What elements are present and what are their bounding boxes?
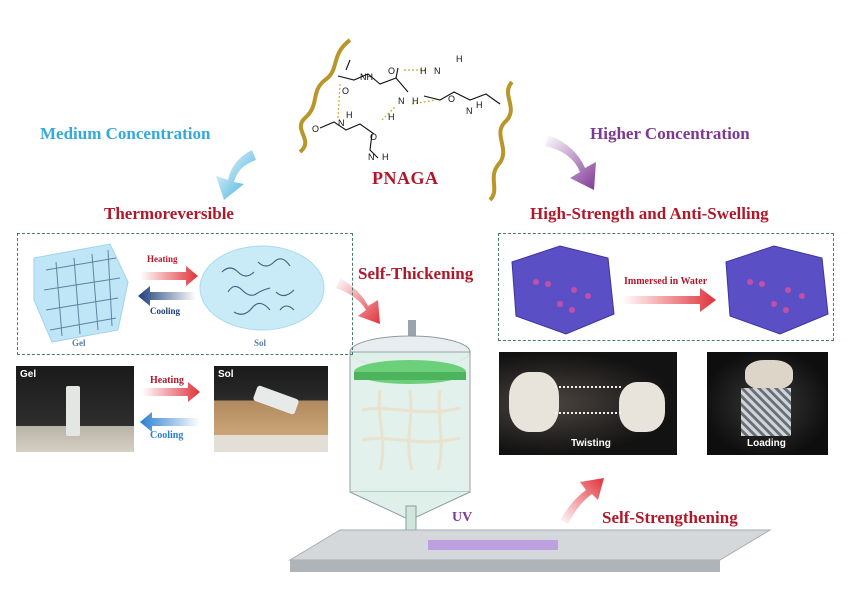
thermoreversible-label: Thermoreversible <box>104 204 234 223</box>
glove-left <box>509 372 559 432</box>
gel-photo: Gel <box>16 366 134 452</box>
glove-right <box>619 382 665 432</box>
twisted-mesh <box>555 386 621 414</box>
gel-photo-label: Gel <box>20 369 37 380</box>
photo-cooling-label: Cooling <box>150 430 184 441</box>
vial-upright <box>66 386 80 436</box>
atom-label: H <box>420 66 427 76</box>
loading-label: Loading <box>747 438 786 449</box>
atom-label: N <box>338 118 345 128</box>
atom-label: N <box>398 96 405 106</box>
atom-label: O <box>388 66 395 76</box>
hydrogen-bonds <box>337 69 437 121</box>
self-strengthening-arrow <box>560 478 604 524</box>
schematic-cooling-label: Cooling <box>150 306 181 316</box>
sol-photo-label: Sol <box>218 369 234 380</box>
atom-label: H <box>388 112 395 122</box>
atom-labels: NH O H N N H O N H O H O N H O H N H <box>312 54 483 162</box>
atom-label: O <box>448 94 455 104</box>
loading-photo: Loading <box>707 352 828 455</box>
cooling-arrow-schematic <box>138 286 196 306</box>
atom-label: O <box>342 86 349 96</box>
high-strength-anti-swelling-label: High-Strength and Anti-Swelling <box>530 204 769 223</box>
atom-label: N <box>368 152 375 162</box>
chemical-name: PNAGA <box>372 168 439 188</box>
swelling-cube-before <box>511 245 615 335</box>
higher-concentration-label: Higher Concentration <box>590 124 750 143</box>
molecule-bonds <box>319 59 501 159</box>
schematic-gel-label: Gel <box>72 338 86 348</box>
atom-label: N <box>466 106 473 116</box>
twisting-label: Twisting <box>571 438 611 449</box>
anti-swelling-schematic-box <box>498 233 834 341</box>
gel-network-illustration <box>33 243 129 343</box>
loaded-mesh <box>741 388 791 436</box>
atom-label: H <box>456 54 463 64</box>
schematic-sol-label: Sol <box>254 338 267 348</box>
thermoreversible-schematic-box <box>17 233 353 355</box>
self-thickening-arrow <box>336 278 380 324</box>
higher-concentration-arrow <box>545 135 596 190</box>
atom-label: H <box>346 110 353 120</box>
polymer-chain-left <box>298 38 352 154</box>
polymer-chain-right <box>488 80 514 202</box>
atom-label: O <box>370 132 377 142</box>
vial-tilted <box>252 384 300 416</box>
immersed-arrow <box>622 288 716 312</box>
atom-label: N <box>434 66 441 76</box>
heating-arrow-photo <box>142 382 200 402</box>
immersed-in-water-label: Immersed in Water <box>624 276 708 287</box>
photo-heating-label: Heating <box>150 375 184 386</box>
cooling-arrow-photo <box>140 412 200 432</box>
medium-concentration-label: Medium Concentration <box>40 124 211 143</box>
atom-label: H <box>382 152 389 162</box>
sol-photo: Sol <box>214 366 328 452</box>
self-strengthening-label: Self-Strengthening <box>602 508 738 527</box>
swelling-cube-after <box>725 245 829 335</box>
atom-label: H <box>412 96 419 106</box>
uv-label: UV <box>452 510 473 525</box>
atom-label: H <box>476 100 483 110</box>
atom-label: NH <box>360 72 373 82</box>
weight-object <box>745 360 793 390</box>
atom-label: O <box>312 124 319 134</box>
sol-chains-illustration <box>199 245 325 331</box>
printer-illustration <box>288 320 772 572</box>
twisting-photo: Twisting <box>499 352 677 455</box>
heating-arrow-schematic <box>140 266 198 286</box>
schematic-heating-label: Heating <box>147 254 178 264</box>
medium-concentration-arrow <box>216 150 256 200</box>
self-thickening-label: Self-Thickening <box>358 264 474 283</box>
